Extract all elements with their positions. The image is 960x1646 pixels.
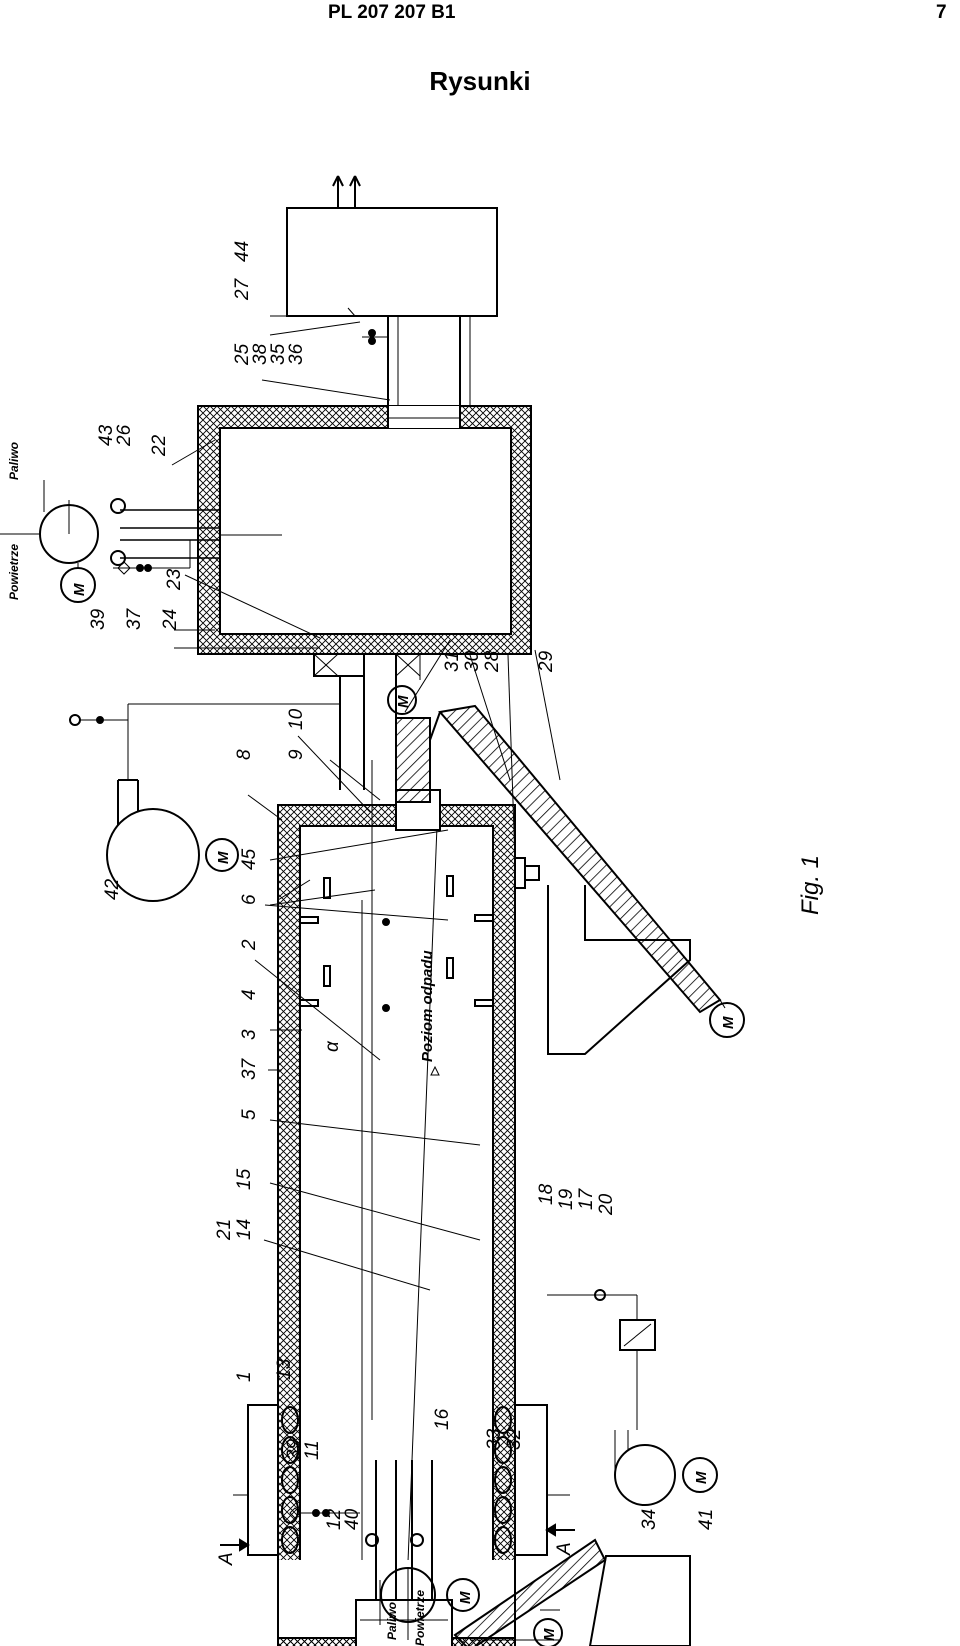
feed-screw: [395, 717, 431, 803]
fan: [614, 1444, 676, 1506]
ref-34: 34: [639, 1509, 660, 1530]
motor-label: M: [693, 1471, 710, 1484]
motor-label: M: [457, 1591, 474, 1604]
ref-4: 4: [239, 989, 260, 1000]
ref-37: 37: [239, 1057, 260, 1080]
ref-24: 24: [160, 609, 181, 631]
label-paliwo-top: Paliwo: [7, 442, 21, 480]
motor-label: M: [215, 851, 232, 864]
ref-29: 29: [536, 650, 557, 673]
waste-container: [588, 1555, 691, 1646]
motor-icon: [387, 685, 417, 715]
ref-18: 18: [536, 1183, 557, 1205]
exhaust-treatment-unit: [286, 207, 498, 317]
ref-44: 44: [232, 241, 253, 262]
ref-13: 13: [274, 1358, 295, 1380]
ref-12: 12: [324, 1508, 345, 1530]
ref-22: 22: [149, 434, 170, 457]
ref-3: 3: [239, 1029, 260, 1040]
label-powietrze-top: Powietrze: [7, 544, 21, 600]
ref-39: 39: [284, 1438, 305, 1460]
ref-25: 25: [232, 343, 253, 366]
ref-31: 31: [442, 651, 463, 672]
ref-41: 41: [696, 1509, 717, 1530]
ref-14: 14: [234, 1219, 255, 1240]
section-marker-a: A: [554, 1542, 575, 1556]
motor-label: M: [71, 583, 88, 596]
ash-container: [547, 885, 691, 1055]
ref-32: 32: [504, 1428, 525, 1450]
ref-33: 33: [484, 1428, 505, 1450]
ref-1: 1: [234, 1371, 255, 1382]
ref-36: 36: [286, 343, 307, 365]
ref-11: 11: [302, 1440, 323, 1460]
heating-coil: [281, 1406, 512, 1554]
ref-10: 10: [286, 708, 307, 730]
motor-icon: [682, 1457, 718, 1493]
ref-40: 40: [342, 1508, 363, 1530]
ref-5: 5: [239, 1109, 260, 1120]
label-powietrze-bottom: Powietrze: [413, 1590, 427, 1646]
figure-caption: Fig. 1: [797, 855, 824, 915]
ref-45: 45: [239, 848, 260, 870]
ref-39: 39: [88, 608, 109, 630]
ref-16: 16: [432, 1408, 453, 1430]
ref-6: 6: [239, 894, 260, 905]
page-number: 7: [936, 2, 947, 23]
air-fan: [106, 808, 200, 902]
motor-icon: [446, 1578, 480, 1612]
section-title: Rysunki: [429, 66, 531, 96]
ref-42: 42: [102, 878, 123, 900]
label-poziom-odpadu: Poziom odpadu: [419, 950, 436, 1062]
ref-20: 20: [596, 1193, 617, 1216]
ref-37: 37: [124, 607, 145, 630]
ref-30: 30: [462, 650, 483, 672]
ref-19: 19: [556, 1188, 577, 1210]
motor-label: M: [720, 1016, 737, 1029]
ref-21: 21: [214, 1219, 235, 1241]
label-alpha: α: [322, 1040, 343, 1052]
ref-28: 28: [482, 650, 503, 673]
motor-label: M: [541, 1628, 558, 1641]
ref-17: 17: [576, 1187, 597, 1210]
ref-23: 23: [164, 568, 185, 591]
ref-26: 26: [114, 424, 135, 447]
motor-icon: [205, 838, 239, 872]
ref-15: 15: [234, 1168, 255, 1190]
ref-27: 27: [232, 277, 253, 301]
motor-icon: [709, 1002, 745, 1038]
ref-9: 9: [286, 749, 307, 760]
ref-2: 2: [239, 939, 260, 951]
motor-label: M: [395, 695, 412, 708]
motor-icon: [533, 1618, 563, 1646]
section-marker-a: A: [216, 1552, 237, 1566]
patent-number-header: PL 207 207 B1: [328, 2, 456, 23]
ref-35: 35: [268, 343, 289, 365]
ref-38: 38: [250, 343, 271, 365]
afterburner-chamber-interior: [219, 427, 512, 635]
label-paliwo-bottom: Paliwo: [385, 1602, 399, 1640]
ref-43: 43: [96, 424, 117, 446]
ref-8: 8: [234, 749, 255, 760]
